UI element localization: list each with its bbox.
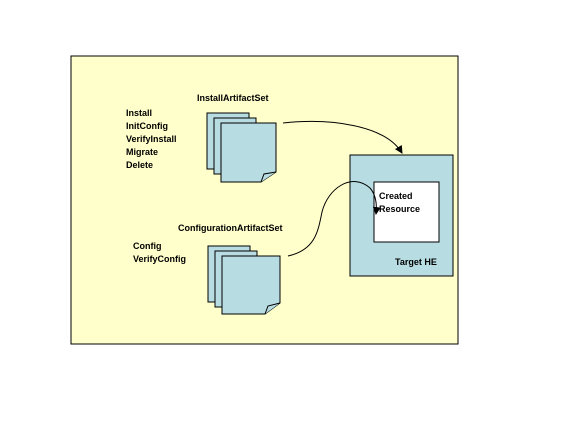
install-operation: Migrate xyxy=(126,147,159,157)
config-operation: Config xyxy=(133,241,162,251)
created-resource-label: Created Resource xyxy=(379,190,420,216)
install-operations-list: Install InitConfig VerifyInstall Migrate… xyxy=(126,107,177,172)
config-document-stack-icon xyxy=(207,245,281,315)
install-to-target-arrow xyxy=(282,121,403,154)
config-set-title: ConfigurationArtifactSet xyxy=(178,223,283,233)
config-operation: VerifyConfig xyxy=(133,254,187,264)
created-resource-box xyxy=(373,181,440,243)
install-operation: Delete xyxy=(126,160,154,170)
install-operation: InitConfig xyxy=(126,121,168,131)
install-set-title: InstallArtifactSet xyxy=(197,93,269,103)
target-label: Target HE xyxy=(395,257,437,267)
install-document-stack-icon xyxy=(206,112,277,183)
created-resource-line: Created xyxy=(379,191,413,201)
config-operations-list: Config VerifyConfig xyxy=(133,240,186,266)
created-resource-line: Resource xyxy=(379,204,421,214)
config-to-resource-arrow xyxy=(287,181,381,257)
install-operation: VerifyInstall xyxy=(126,134,177,144)
install-operation: Install xyxy=(126,108,153,118)
